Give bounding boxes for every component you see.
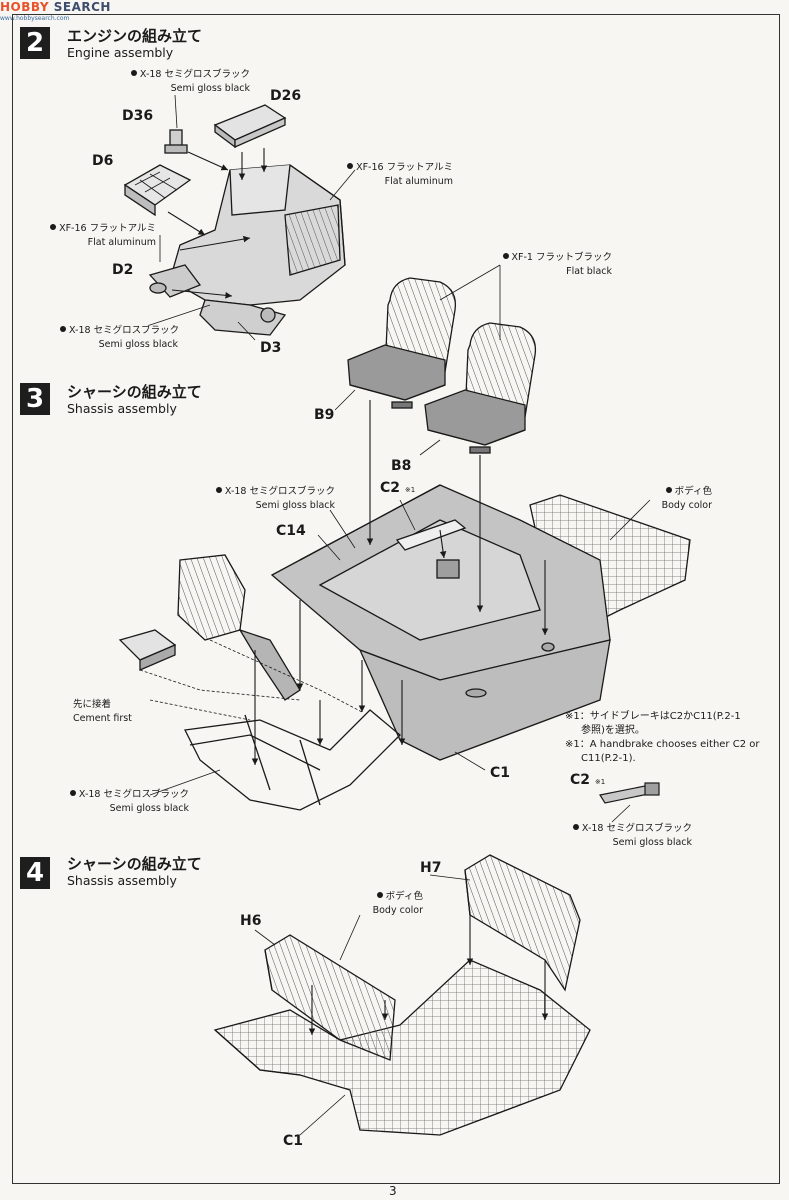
- paint-note-tub: X-18 セミグロスブラック Semi gloss black: [205, 485, 335, 513]
- cement-first-note: 先に接着 Cement first: [73, 699, 132, 724]
- chassis-frame: [118, 554, 401, 811]
- part-label-d3: D3: [260, 340, 282, 356]
- bullet-icon: [215, 487, 222, 493]
- step-title-en-4: Shassis assembly: [67, 873, 177, 888]
- part-label-h7: H7: [420, 860, 442, 876]
- seat-b9: [347, 277, 457, 409]
- paint-note-seats: XF-1 フラットブラック Flat black: [498, 251, 612, 279]
- engine-illustration: [123, 104, 346, 336]
- bullet-icon: [347, 163, 354, 169]
- bullet-icon: [502, 253, 509, 259]
- watermark-url: www.hobbysearch.com: [0, 15, 70, 22]
- page-frame: [12, 14, 780, 1184]
- bullet-icon: [69, 790, 76, 796]
- handbrake-footnote: ※1：サイドブレーキはC2かC11(P.2-1 参照)を選択。 ※1：A han…: [565, 711, 760, 764]
- step-title-en-2: Engine assembly: [67, 45, 174, 60]
- part-label-c2: C2 ※1: [380, 480, 416, 496]
- part-label-d36: D36: [122, 108, 154, 124]
- part-label-d26: D26: [270, 88, 302, 104]
- bullet-icon: [376, 892, 383, 898]
- part-label-c1: C1: [490, 765, 511, 781]
- seat-b8: [424, 322, 537, 454]
- watermark-logo: HOBBY SEARCH: [0, 0, 111, 14]
- paint-note-d2: X-18 セミグロスブラック Semi gloss black: [60, 324, 179, 352]
- step-title-jp-4: シャーシの組み立て: [67, 855, 202, 873]
- part-label-h6: H6: [240, 913, 262, 929]
- bullet-icon: [665, 487, 672, 493]
- paint-note-handbrake: X-18 セミグロスブラック Semi gloss black: [568, 822, 692, 850]
- bullet-icon: [572, 824, 579, 830]
- paint-note-d36: X-18 セミグロスブラック Semi gloss black: [120, 68, 250, 96]
- paint-note-d6: XF-16 フラットアルミ Flat aluminum: [50, 222, 156, 250]
- step-number-2: 2: [20, 27, 50, 59]
- part-label-c2-footnote: C2 ※1: [570, 772, 606, 788]
- step-title-en-3: Shassis assembly: [67, 401, 177, 416]
- step-title-jp-2: エンジンの組み立て: [67, 27, 203, 45]
- part-label-c14: C14: [276, 523, 306, 539]
- wheel-arch-h6: [264, 934, 396, 1061]
- part-label-d6: D6: [92, 153, 114, 169]
- bullet-icon: [50, 224, 57, 230]
- chassis-c1: [270, 484, 691, 761]
- wheel-arch-h7: [464, 854, 581, 992]
- handbrake-c2-small: [599, 782, 660, 804]
- step-number-3: 3: [20, 383, 50, 415]
- part-label-c1-step4: C1: [283, 1133, 304, 1149]
- part-label-d2: D2: [112, 262, 134, 278]
- paint-note-h6: ボディ色 Body color: [372, 891, 423, 916]
- step-title-jp-3: シャーシの組み立て: [67, 383, 202, 401]
- paint-note-block: XF-16 フラットアルミ Flat aluminum: [345, 161, 453, 189]
- step-number-4: 4: [20, 857, 50, 889]
- bullet-icon: [60, 326, 66, 332]
- paint-note-frame: X-18 セミグロスブラック Semi gloss black: [65, 788, 189, 816]
- page-number: 3: [389, 1184, 397, 1198]
- engine-arrows: [167, 148, 268, 299]
- part-label-b8: B8: [391, 458, 412, 474]
- part-label-b9: B9: [314, 407, 335, 423]
- paint-note-floor: ボディ色 Body color: [661, 486, 712, 511]
- bullet-icon: [130, 70, 137, 76]
